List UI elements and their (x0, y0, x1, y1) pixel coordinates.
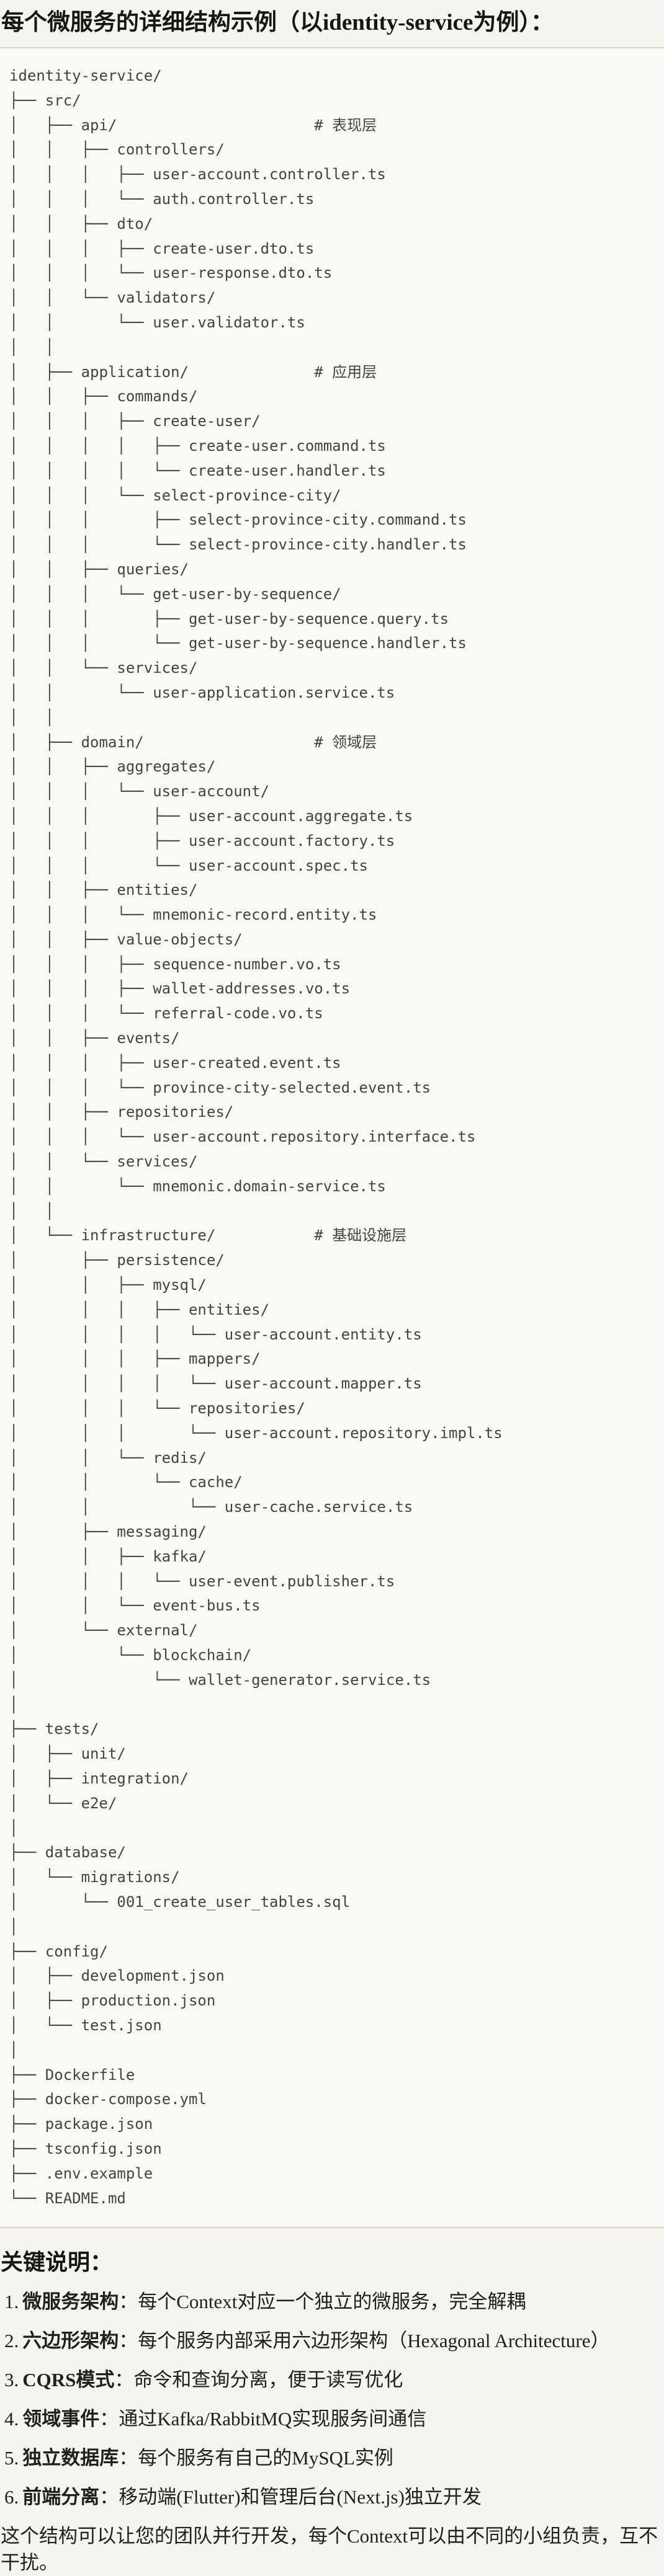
code-block: identity-service/ ├── src/ │ ├── api/ # … (0, 47, 664, 2229)
list-item-label: 微服务架构 (22, 2291, 119, 2313)
list-item-text: 每个服务有自己的MySQL实例 (138, 2447, 393, 2469)
list-item-number: 1. (4, 2291, 19, 2313)
list-item: 3.CQRS模式：命令和查询分离，便于读写优化 (0, 2366, 664, 2393)
list-item-number: 5. (4, 2447, 19, 2469)
list-item: 6.前端分离：移动端(Flutter)和管理后台(Next.js)独立开发 (0, 2484, 664, 2510)
list-item-colon: ： (99, 2486, 119, 2508)
list-item-colon: ： (99, 2408, 119, 2430)
closing-paragraph: 这个结构可以让您的团队并行开发，每个Context可以由不同的小组负责，互不干扰… (1, 2525, 658, 2574)
list-item-label: CQRS模式 (22, 2369, 115, 2391)
list-item-text: 每个Context对应一个独立的微服务，完全解耦 (138, 2291, 526, 2313)
list-item-text: 通过Kafka/RabbitMQ实现服务间通信 (119, 2408, 427, 2430)
list-item-label: 六边形架构 (22, 2330, 119, 2352)
list-item-label: 前端分离 (22, 2486, 100, 2508)
list-item-colon: ： (119, 2291, 138, 2313)
list-item: 4.领域事件：通过Kafka/RabbitMQ实现服务间通信 (0, 2405, 664, 2432)
list-item-colon: ： (119, 2330, 138, 2352)
file-tree: identity-service/ ├── src/ │ ├── api/ # … (9, 67, 503, 2207)
list-item-colon: ： (114, 2369, 134, 2391)
list-item-label: 独立数据库 (22, 2447, 119, 2469)
list-item-text: 命令和查询分离，便于读写优化 (133, 2369, 403, 2391)
list-item-number: 2. (4, 2330, 19, 2352)
list-item: 5.独立数据库：每个服务有自己的MySQL实例 (0, 2445, 664, 2471)
list-item-colon: ： (119, 2447, 138, 2469)
list-item-number: 6. (4, 2486, 19, 2508)
list-item: 2.六边形架构：每个服务内部采用六边形架构（Hexagonal Architec… (0, 2327, 664, 2354)
list-item: 1.微服务架构：每个Context对应一个独立的微服务，完全解耦 (0, 2288, 664, 2315)
document-page: { "page": { "background": "#f5f4ee", "te… (0, 7, 664, 2574)
list-item-number: 3. (4, 2369, 19, 2391)
list-item-text: 每个服务内部采用六边形架构（Hexagonal Architecture） (138, 2330, 610, 2352)
key-points-heading: 关键说明： (1, 2249, 113, 2275)
list-item-label: 领域事件 (22, 2408, 100, 2430)
list-item-number: 4. (4, 2408, 19, 2430)
page-title: 每个微服务的详细结构示例（以identity-service为例）： (1, 10, 554, 35)
list-item-text: 移动端(Flutter)和管理后台(Next.js)独立开发 (119, 2486, 482, 2508)
key-points-list: 1.微服务架构：每个Context对应一个独立的微服务，完全解耦 2.六边形架构… (0, 2288, 664, 2510)
